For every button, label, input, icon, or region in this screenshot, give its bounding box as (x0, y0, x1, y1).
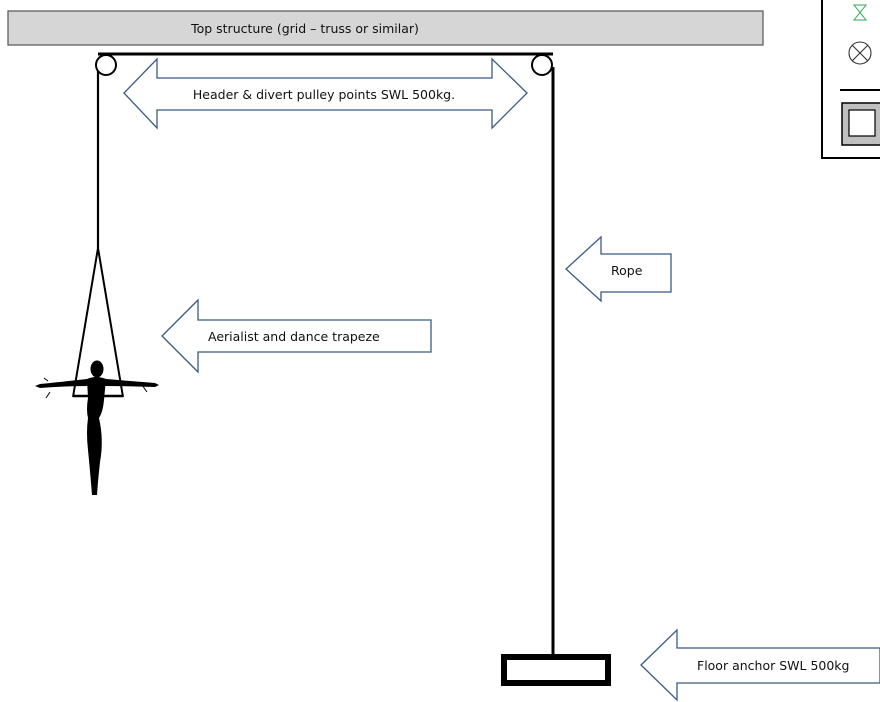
rope-label: Rope (611, 263, 643, 278)
rope (96, 52, 555, 657)
top-structure: Top structure (grid – truss or similar) (7, 10, 764, 46)
square-icon (848, 109, 876, 137)
trapeze-label: Aerialist and dance trapeze (208, 329, 380, 344)
floor-anchor-label: Floor anchor SWL 500kg (697, 658, 849, 673)
left-arrow (161, 298, 432, 374)
trapeze-ropes (72, 247, 124, 398)
double-arrow (123, 57, 528, 130)
header-pulley-icon (95, 54, 117, 76)
circled-x-icon (848, 41, 872, 65)
trapeze-callout: Aerialist and dance trapeze (161, 298, 432, 374)
floor-anchor-callout: Floor anchor SWL 500kg (640, 628, 880, 702)
rope-callout: Rope (565, 235, 672, 303)
divert-pulley-icon (531, 54, 553, 76)
left-arrow (565, 235, 672, 303)
pulley-points-callout: Header & divert pulley points SWL 500kg. (123, 57, 528, 130)
legend-panel (821, 0, 880, 159)
left-arrow (640, 628, 880, 702)
floor-anchor (501, 654, 611, 686)
top-structure-label: Top structure (grid – truss or similar) (190, 21, 419, 36)
hourglass-icon (852, 4, 868, 21)
pulley-points-label: Header & divert pulley points SWL 500kg. (193, 87, 455, 102)
legend-border (821, 0, 880, 159)
aerialist-silhouette-icon (35, 360, 159, 495)
top-structure-beam (7, 10, 764, 46)
